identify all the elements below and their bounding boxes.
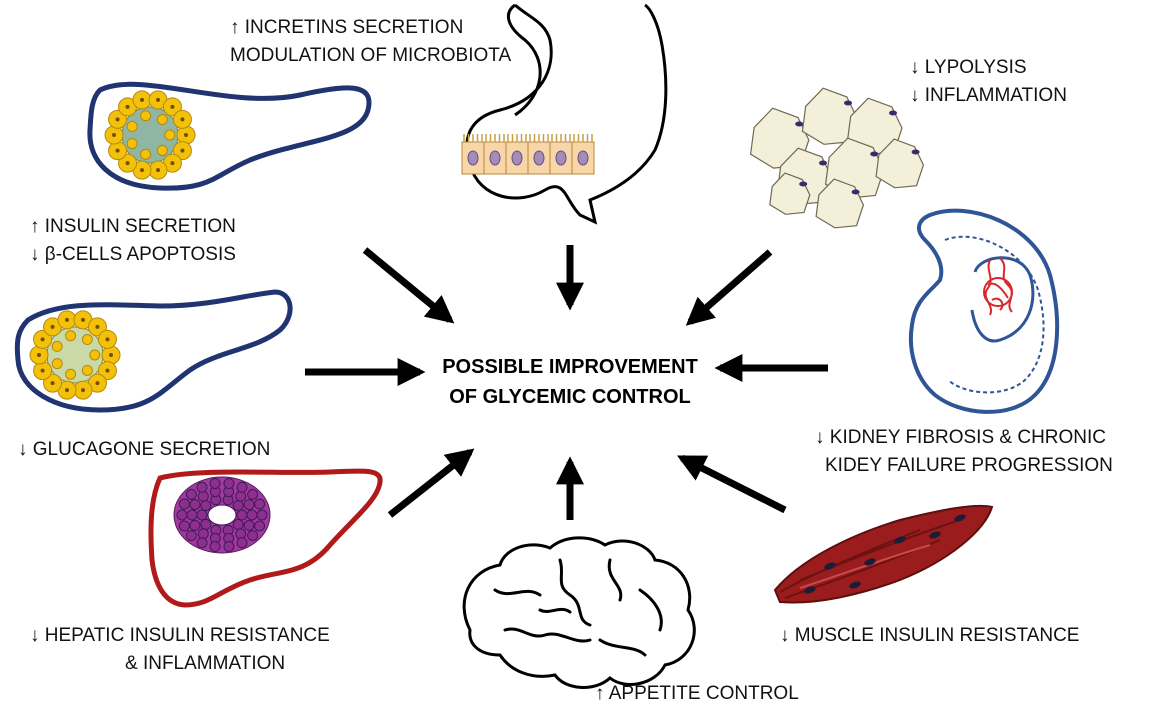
adipocyte-cell — [875, 138, 925, 189]
liver-effects-label: ↓ HEPATIC INSULIN RESISTANCE & INFLAMMAT… — [30, 622, 330, 678]
muscle-effects-label: ↓ MUSCLE INSULIN RESISTANCE — [780, 622, 1079, 650]
hepatocyte-cell — [197, 528, 209, 540]
center-outcome-line-2: OF GLYCEMIC CONTROL — [449, 386, 691, 408]
adipose-effects-label: ↓ LYPOLYSIS ↓ INFLAMMATION — [910, 54, 1067, 110]
hepatocyte-cell — [256, 509, 268, 521]
gut-effects-label: ↑ INCRETINS SECRETION MODULATION OF MICR… — [230, 14, 511, 70]
hepatocyte-cell — [232, 518, 244, 530]
hepatocyte-cell — [247, 530, 259, 542]
center-outcome: POSSIBLE IMPROVEMENT OF GLYCEMIC CONTROL — [420, 352, 720, 412]
hepatocyte-cell — [189, 519, 201, 531]
adipocyte-cell — [815, 178, 865, 229]
hepatocyte-cell — [243, 519, 255, 531]
brain-effect-1: ↑ APPETITE CONTROL — [595, 683, 799, 704]
pancreas-alpha-effect-1: ↓ GLUCAGONE SECRETION — [18, 439, 271, 460]
hepatocyte-cell — [196, 481, 208, 493]
brain-effects-label: ↑ APPETITE CONTROL — [595, 680, 799, 708]
gut-effect-1: ↑ INCRETINS SECRETION — [230, 17, 464, 38]
gut-effect-2: MODULATION OF MICROBIOTA — [230, 45, 512, 66]
hepatocyte-cell — [186, 509, 198, 521]
hepatocyte-cell — [178, 498, 190, 510]
muscle-effect-1: ↓ MUSCLE INSULIN RESISTANCE — [780, 625, 1080, 646]
kidney-icon — [908, 208, 1060, 414]
hepatocyte-cell — [232, 500, 244, 512]
pancreas-beta-effect-1: ↑ INSULIN SECRETION — [30, 216, 236, 237]
center-outcome-line-1: POSSIBLE IMPROVEMENT — [442, 356, 698, 378]
arrow-adipose — [685, 249, 773, 326]
liver-icon — [148, 468, 383, 608]
hepatocyte-cell — [176, 509, 188, 521]
adipose-effect-1: ↓ LYPOLYSIS — [910, 57, 1027, 78]
hepatocyte-cell — [209, 541, 221, 553]
hepatocyte-cell — [236, 481, 248, 493]
adipose-tissue-icon — [749, 87, 925, 229]
hepatocyte-cell — [200, 500, 212, 512]
hepatocyte-cell — [189, 499, 201, 511]
liver-effect-1: ↓ HEPATIC INSULIN RESISTANCE — [30, 625, 330, 646]
pancreas-alpha-icon — [14, 289, 293, 413]
hepatocyte-cell — [235, 490, 247, 502]
hepatocyte-cell — [243, 499, 255, 511]
brain-icon — [462, 536, 696, 689]
hepatocyte-cell — [200, 518, 212, 530]
hepatocyte-cell — [185, 530, 197, 542]
arrow-muscle — [677, 454, 787, 514]
arrow-liver — [387, 448, 475, 518]
kidney-effects-label: ↓ KIDNEY FIBROSIS & CHRONIC KIDEY FAILUR… — [815, 424, 1113, 480]
arrows — [305, 245, 828, 520]
hepatocyte-cell — [247, 488, 259, 500]
pancreas-beta-effects-label: ↑ INSULIN SECRETION ↓ β-CELLS APOPTOSIS — [30, 213, 236, 269]
hepatocyte-cell — [178, 520, 190, 532]
hepatocyte-cell — [197, 490, 209, 502]
stomach-gut-icon — [461, 3, 668, 225]
hepatocyte-cell — [235, 528, 247, 540]
hepatocyte-cell — [236, 537, 248, 549]
hepatocyte-cell — [254, 520, 266, 532]
hepatocyte-cell — [246, 509, 258, 521]
hepatocyte-cell — [223, 541, 235, 553]
adipose-effect-2: ↓ INFLAMMATION — [910, 85, 1067, 106]
hepatocyte-cell — [196, 537, 208, 549]
hepatocyte-cell — [185, 488, 197, 500]
pancreas-beta-icon — [87, 81, 372, 191]
kidney-effect-2: KIDEY FAILURE PROGRESSION — [825, 455, 1113, 476]
pancreas-alpha-effects-label: ↓ GLUCAGONE SECRETION — [18, 436, 270, 464]
hepatocyte-cell — [236, 509, 248, 521]
hepatocyte-cell — [196, 509, 208, 521]
hepatocyte-cell — [254, 498, 266, 510]
liver-effect-2: & INFLAMMATION — [125, 653, 286, 674]
kidney-effect-1: ↓ KIDNEY FIBROSIS & CHRONIC — [815, 427, 1107, 448]
pancreas-beta-effect-2: ↓ β-CELLS APOPTOSIS — [30, 244, 236, 265]
muscle-icon — [773, 504, 994, 604]
hepatocyte-cell — [223, 477, 235, 489]
arrow-pancreas-beta — [362, 247, 455, 324]
hepatocyte-cell — [209, 477, 221, 489]
